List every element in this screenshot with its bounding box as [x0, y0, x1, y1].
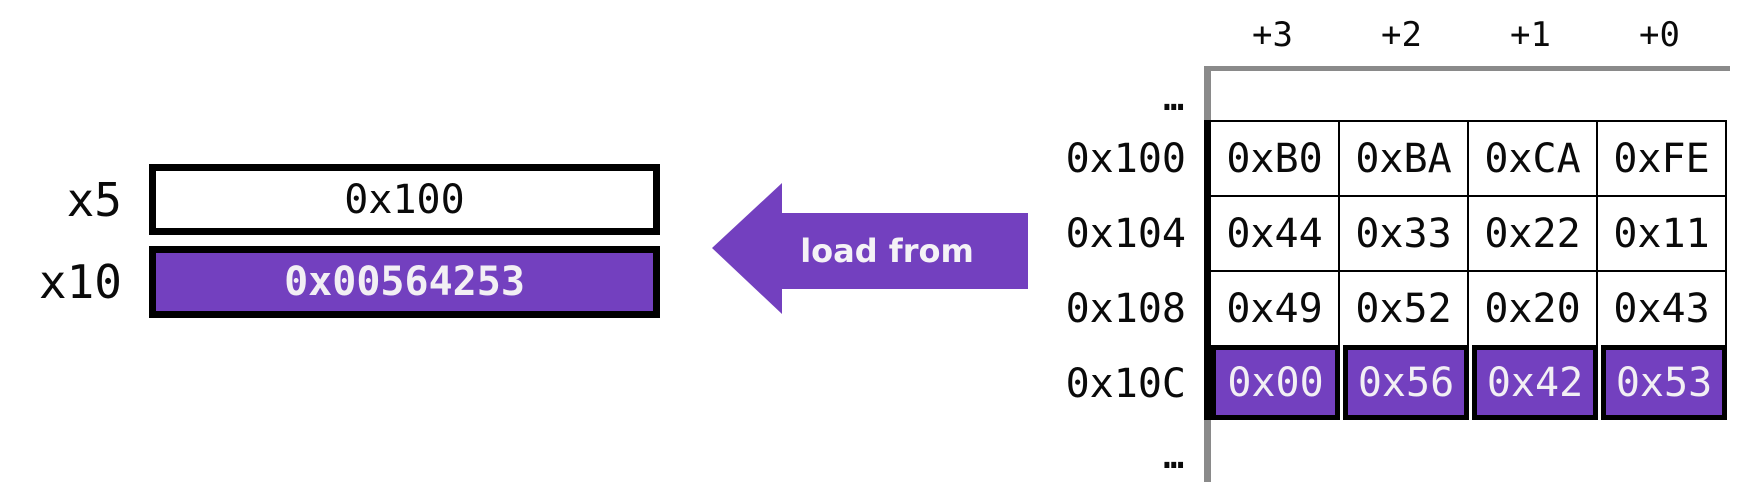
memory-left-rail-bottom [1204, 420, 1211, 482]
memory-cell-highlighted: 0x56 [1343, 345, 1469, 420]
register-x5-label: x5 [66, 172, 122, 227]
memory-cell: 0x33 [1340, 195, 1469, 270]
memory-left-rail-top [1204, 66, 1211, 122]
memory-cell: 0x20 [1469, 270, 1598, 345]
row-label-0x108: 0x108 [1065, 286, 1186, 332]
register-x5-value-box: 0x100 [149, 164, 660, 235]
memory-cell-highlighted: 0x00 [1211, 345, 1340, 420]
col-header-plus1: +1 [1510, 15, 1551, 55]
register-x10-value: 0x00564253 [284, 259, 525, 305]
memory-cell: 0x22 [1469, 195, 1598, 270]
left-arrow-icon [712, 183, 1028, 314]
memory-cell: 0x52 [1340, 270, 1469, 345]
register-x10-value-box: 0x00564253 [149, 246, 660, 318]
memory-cell: 0xB0 [1211, 120, 1340, 195]
load-from-label: load from [800, 232, 974, 270]
col-header-plus0: +0 [1639, 15, 1680, 55]
register-x5-value: 0x100 [344, 176, 465, 223]
memory-cell: 0xCA [1469, 120, 1598, 195]
memory-table: 0xB0 0xBA 0xCA 0xFE 0x44 0x33 0x22 0x11 … [1204, 120, 1727, 420]
register-x10-label: x10 [38, 255, 122, 309]
memory-ellipsis-top: … [1163, 79, 1186, 119]
memory-ellipsis-bottom: … [1163, 437, 1186, 477]
memory-top-rail [1207, 66, 1730, 71]
memory-cell: 0xBA [1340, 120, 1469, 195]
memory-cell: 0x44 [1211, 195, 1340, 270]
memory-cell: 0x43 [1598, 270, 1727, 345]
row-label-0x104: 0x104 [1065, 211, 1186, 257]
memory-cell: 0xFE [1598, 120, 1727, 195]
col-header-plus3: +3 [1252, 15, 1293, 55]
row-label-0x10C: 0x10C [1065, 361, 1186, 407]
col-header-plus2: +2 [1381, 15, 1422, 55]
memory-cell-highlighted: 0x42 [1472, 345, 1598, 420]
memory-cell-highlighted: 0x53 [1601, 345, 1727, 420]
row-label-0x100: 0x100 [1065, 136, 1186, 182]
memory-cell: 0x49 [1211, 270, 1340, 345]
memory-cell: 0x11 [1598, 195, 1727, 270]
